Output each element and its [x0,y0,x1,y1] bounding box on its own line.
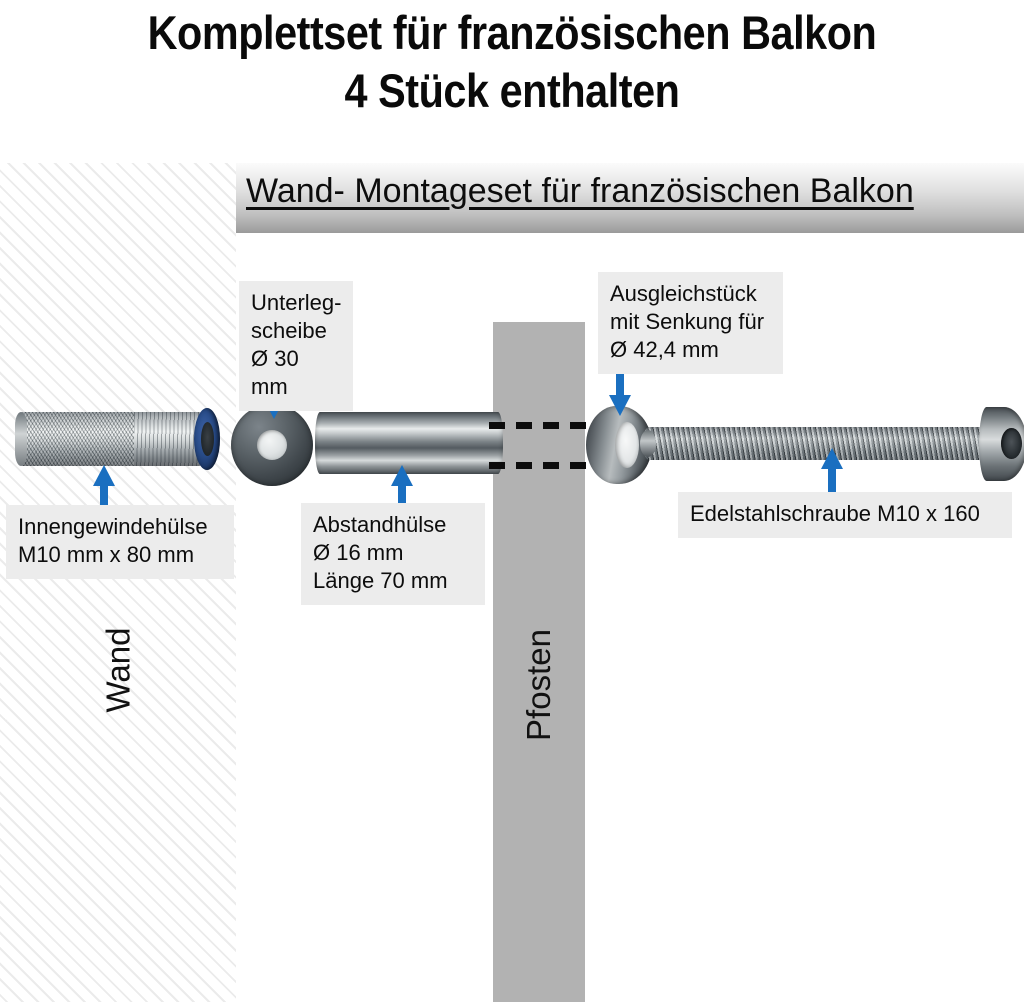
spacer-tube-body [315,412,503,474]
title-line-2: 4 Stück enthalten [344,64,680,117]
arrow-up-icon-spacer [390,465,414,510]
dashed-section-line-top [489,422,597,429]
callout-ausgleichstueck: Ausgleichstück mit Senkung für Ø 42,4 mm [598,272,783,374]
sleeve-left-cap [15,412,27,466]
arrow-up-icon-screw [820,448,844,496]
title-line-1: Komplettset für französischen Balkon [147,6,877,59]
sleeve-bore [201,422,214,456]
dashed-section-line-bottom [489,462,597,469]
callout-sleeve: Innengewindehülse M10 mm x 80 mm [6,505,234,579]
screw-threaded-shank [643,427,991,460]
post-label: Pfosten [493,600,585,770]
callout-washer: Unterleg- scheibe Ø 30 mm [239,281,353,411]
callout-screw: Edelstahlschraube M10 x 160 [678,492,1012,538]
stainless-screw-part [640,405,1024,481]
ring-bore [615,422,639,468]
page-title: Komplettset für französischen Balkon 4 S… [0,0,1024,125]
header-band [236,163,1024,233]
post-region [493,322,585,1002]
screw-hex-socket [1001,428,1022,459]
arrow-up-icon-sleeve [92,465,116,510]
post-label-text: Pfosten [520,629,558,741]
wall-label: Wand [0,600,236,740]
washer-hole [257,430,287,460]
arrow-down-icon-ausgleich [608,355,632,417]
washer-part [231,404,313,486]
screw-tip [640,430,656,457]
sleeve-knurl-texture [16,412,134,466]
wall-label-text: Wand [98,627,136,713]
sleeve-body [16,412,206,466]
wall-region [0,163,236,1002]
threaded-sleeve-part [15,408,220,470]
spacer-tube-part [315,412,503,474]
header-title: Wand- Montageset für französischen Balko… [246,172,914,210]
callout-spacer: Abstandhülse Ø 16 mm Länge 70 mm [301,503,485,605]
